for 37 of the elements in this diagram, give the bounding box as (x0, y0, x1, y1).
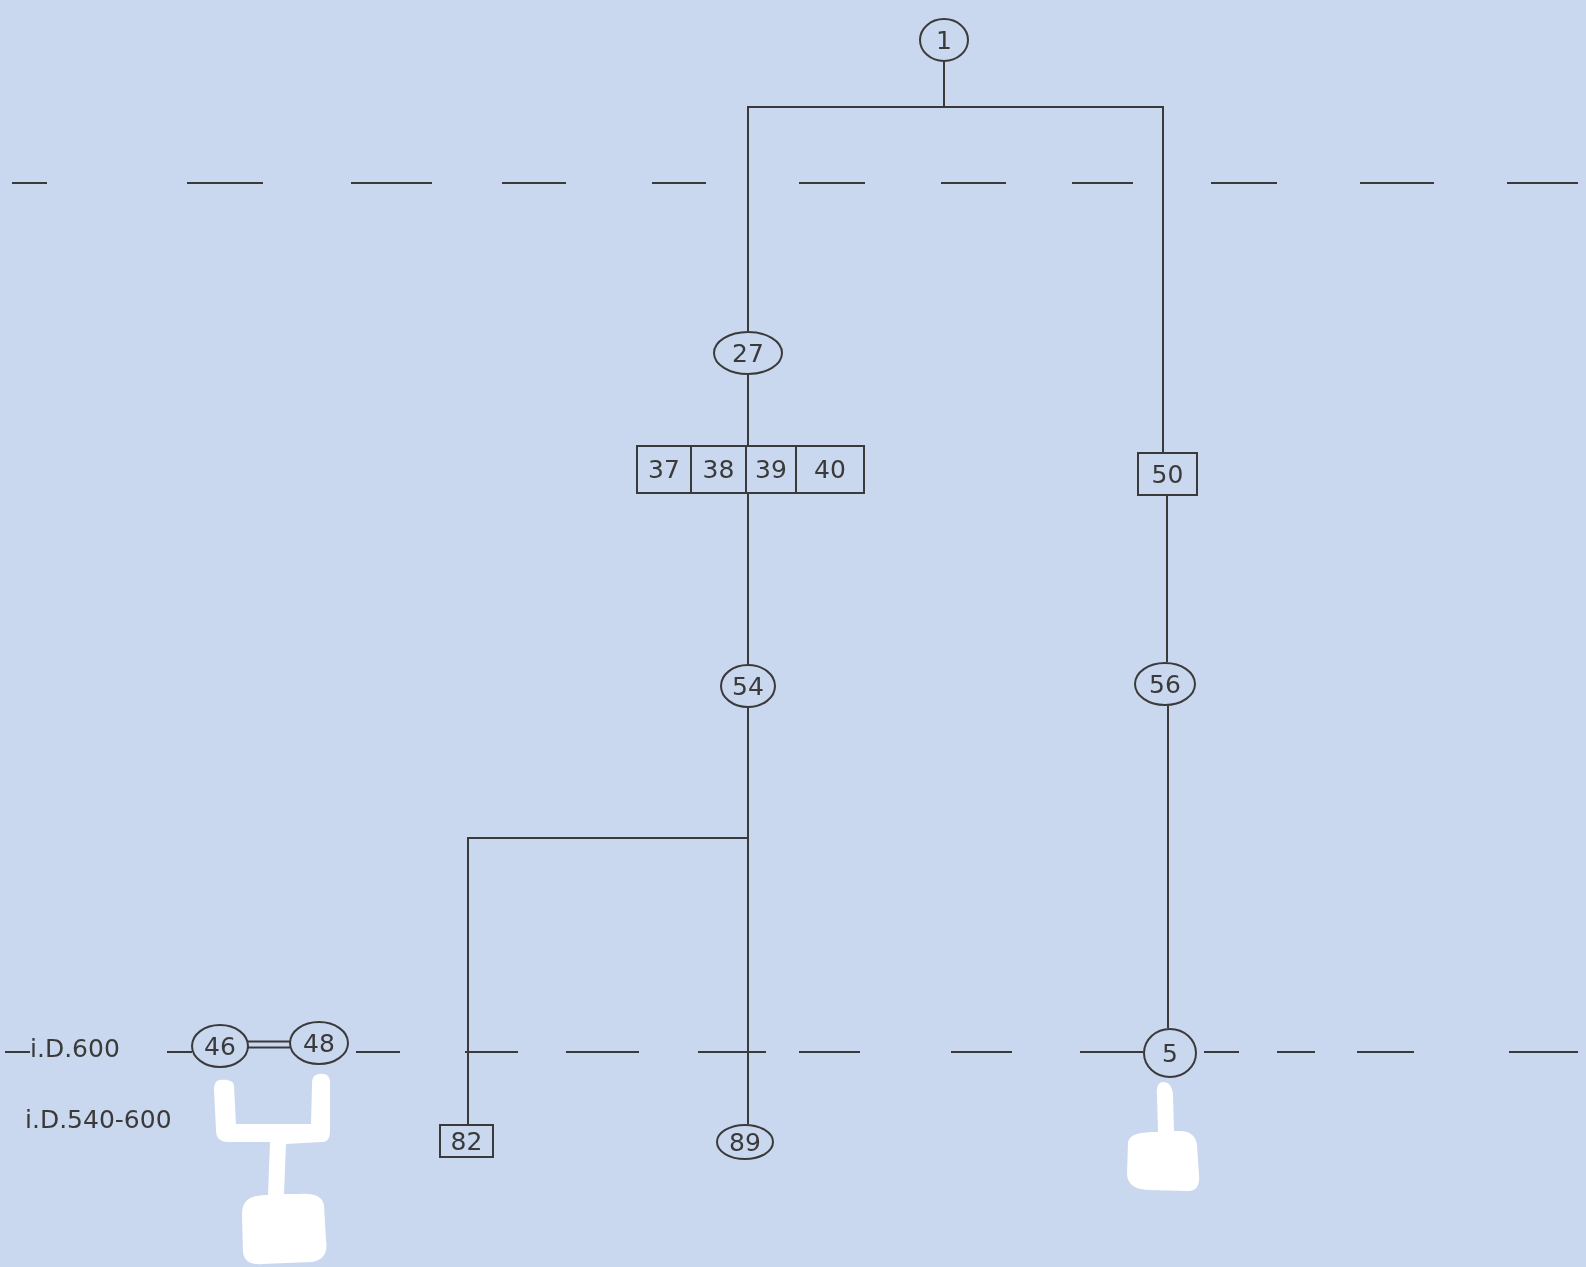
id-number: 37 (648, 455, 680, 484)
connector-line (747, 493, 749, 665)
correction-mark (213, 1073, 331, 1266)
id-circle (720, 664, 776, 708)
id-number: 50 (1151, 459, 1184, 489)
id-circle (713, 331, 783, 375)
id-circle (919, 18, 969, 62)
id-number: 48 (303, 1028, 335, 1058)
id-box (690, 445, 747, 494)
id-box (636, 445, 692, 494)
correction-mark (1126, 1081, 1201, 1192)
note-text: i.D.540-600 (25, 1105, 172, 1134)
id-circle (289, 1021, 349, 1065)
id-number: 82 (450, 1126, 483, 1156)
connector-line (247, 1040, 291, 1049)
id-box (1137, 452, 1198, 496)
id-number: 54 (732, 671, 764, 701)
connector-line (1166, 495, 1168, 663)
id-circle (716, 1124, 774, 1160)
id-circle (191, 1024, 249, 1068)
id-number: 38 (702, 455, 735, 484)
id-box (439, 1124, 494, 1158)
id-box (745, 445, 797, 494)
id-number: 1 (936, 25, 952, 55)
connector-line (1167, 705, 1169, 1029)
note-text: i.D.600 (30, 1034, 120, 1063)
id-number: 5 (1162, 1038, 1178, 1068)
connector-line (747, 374, 749, 446)
id-circle (1134, 662, 1196, 706)
id-number: 56 (1149, 669, 1181, 699)
id-number: 46 (204, 1031, 236, 1061)
id-number: 27 (732, 338, 764, 368)
id-number: 39 (755, 455, 787, 484)
id-circle (1143, 1028, 1197, 1078)
id-number: 40 (814, 455, 846, 484)
id-number: 89 (729, 1127, 761, 1157)
id-box (795, 445, 865, 494)
